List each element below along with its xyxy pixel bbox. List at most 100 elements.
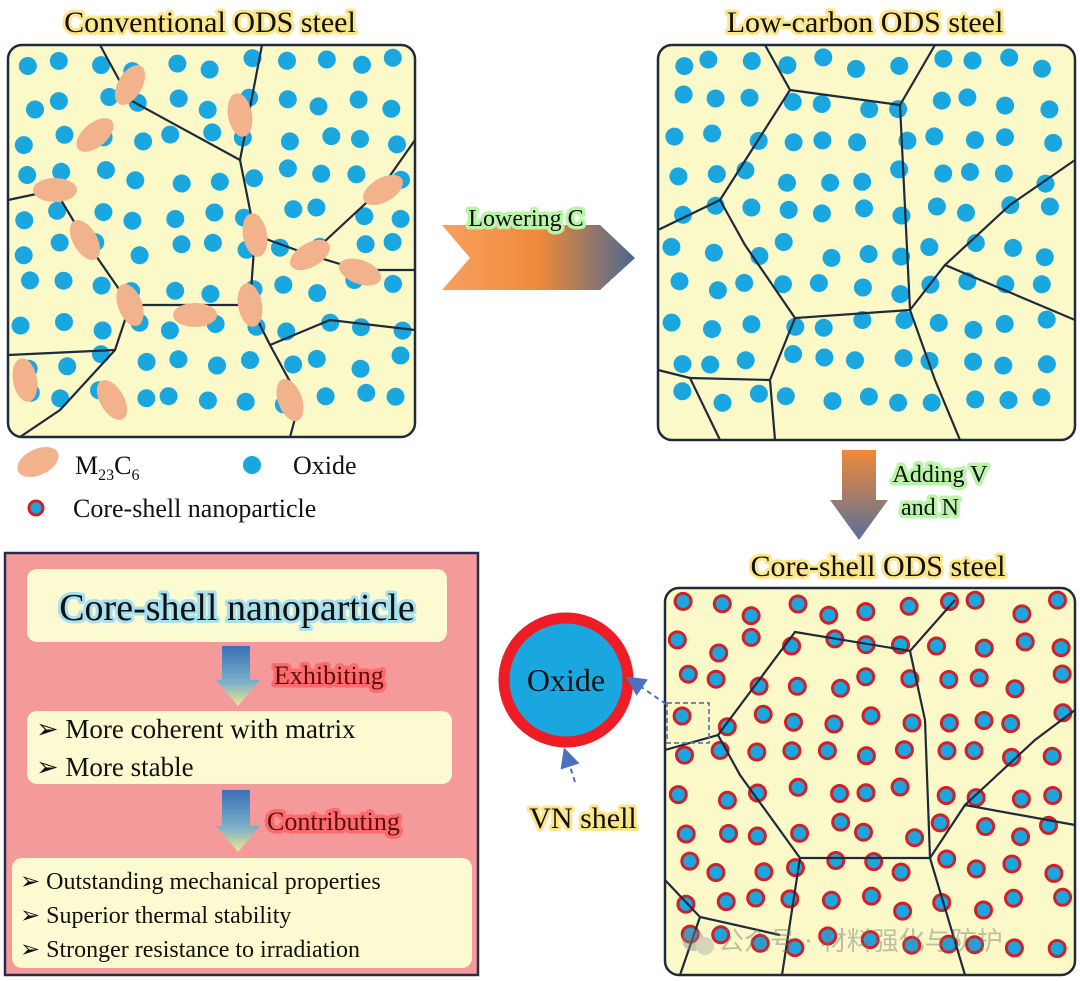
- core-shell-particle: [900, 669, 920, 689]
- oxide-particle: [137, 352, 156, 371]
- core-shell-particle: [864, 852, 884, 872]
- panel-title-conventional: Conventional ODS steel: [64, 6, 356, 39]
- oxide-particle: [812, 204, 831, 223]
- oxide-particle: [815, 348, 834, 367]
- core-shell-particle: [746, 888, 766, 908]
- core-shell-particle: [712, 594, 732, 614]
- oxide-particle: [278, 51, 296, 70]
- panel-title-low-carbon: Low-carbon ODS steel: [727, 6, 1004, 39]
- oxide-particle: [812, 95, 831, 113]
- core-shell-particle: [747, 826, 767, 846]
- oxide-particle: [894, 349, 913, 368]
- oxide-particle: [964, 352, 983, 371]
- oxide-particle: [11, 316, 30, 335]
- core-shell-particle: [1043, 786, 1063, 805]
- oxide-particle: [54, 271, 73, 290]
- oxide-particle: [749, 384, 768, 403]
- legend: M23C6 Oxide Core-shell nanoparticle: [17, 446, 357, 523]
- oxide-particle: [312, 164, 331, 183]
- oxide-particle: [925, 127, 944, 146]
- core-shell-particle: [790, 823, 810, 843]
- oxide-particle: [93, 321, 112, 340]
- oxide-particle: [169, 350, 188, 369]
- oxide-particle: [996, 96, 1015, 115]
- core-shell-particle: [1011, 827, 1031, 847]
- core-shell-particle: [786, 858, 805, 878]
- oxide-particle: [707, 165, 726, 184]
- oxide-particle: [386, 387, 405, 406]
- core-shell-particle: [856, 783, 876, 803]
- oxide-particle: [742, 315, 761, 334]
- carbide-particle: [12, 358, 38, 402]
- core-shell-particle: [902, 713, 922, 733]
- core-shell-particle: [905, 828, 925, 848]
- oxide-particle: [21, 271, 39, 290]
- oxide-particle: [317, 50, 336, 69]
- oxide-particle: [784, 345, 803, 364]
- benefit-item: ➢ Superior thermal stability: [20, 903, 291, 929]
- oxide-particle: [742, 52, 761, 70]
- oxide-particle: [1036, 174, 1055, 193]
- core-shell-particle: [711, 925, 731, 945]
- core-shell-particle: [673, 591, 693, 611]
- oxide-particle: [123, 211, 142, 230]
- oxide-particle: [783, 92, 802, 111]
- core-shell-particle: [894, 740, 914, 760]
- oxide-particle: [823, 392, 842, 411]
- benefit-item: ➢ Outstanding mechanical properties: [20, 869, 381, 895]
- oxide-particle: [703, 124, 722, 143]
- core-shell-particle: [856, 746, 876, 766]
- oxide-particle: [198, 100, 217, 119]
- core-shell-particle: [974, 711, 994, 730]
- oxide-particle: [934, 164, 953, 183]
- core-shell-particle: [750, 933, 770, 953]
- core-shell-particle: [716, 892, 736, 912]
- oxide-particle: [855, 199, 874, 218]
- oxide-particle: [391, 209, 410, 228]
- oxide-particle: [205, 203, 224, 222]
- oxide-particle: [383, 48, 402, 67]
- core-shell-legend-icon: [27, 499, 45, 517]
- core-shell-particle: [856, 602, 876, 622]
- oxide-particle: [172, 235, 191, 254]
- carbide-particle: [69, 220, 101, 260]
- oxide-particle: [55, 125, 74, 144]
- core-shell-particle: [854, 822, 873, 842]
- core-shell-particle: [969, 668, 989, 688]
- oxide-particle: [203, 123, 222, 142]
- oxide-particle: [776, 387, 795, 406]
- oxide-particle: [278, 159, 297, 178]
- oxide-particle: [821, 173, 840, 192]
- oxide-particle: [1040, 100, 1059, 119]
- core-shell-particle: [1042, 746, 1062, 766]
- core-shell-particle: [937, 741, 957, 761]
- oxide-particle: [200, 60, 219, 79]
- oxide-particle: [706, 89, 725, 108]
- oxide-particle: [210, 172, 229, 191]
- core-shell-particle: [965, 935, 985, 955]
- oxide-particle: [922, 393, 941, 412]
- oxide-particle: [1000, 48, 1019, 67]
- oxide-particle: [352, 318, 370, 337]
- core-shell-particle: [831, 678, 850, 698]
- oxide-particle: [1032, 388, 1051, 407]
- zoom-region-box: [666, 702, 710, 744]
- oxide-particle: [809, 274, 828, 293]
- core-shell-particle: [782, 636, 802, 656]
- panel-title-core-shell: Core-shell ODS steel: [751, 550, 1006, 583]
- oxide-particle: [382, 99, 401, 118]
- core-shell-particle: [1051, 638, 1071, 658]
- oxide-particle: [355, 207, 374, 226]
- core-shell-particle: [741, 606, 761, 626]
- core-shell-particle: [899, 596, 919, 616]
- core-shell-particle: [927, 636, 946, 656]
- core-shell-particle: [706, 669, 726, 689]
- contributing-label: Contributing: [267, 807, 400, 836]
- core-shell-particle: [1047, 939, 1067, 958]
- carbide-particle: [173, 303, 217, 327]
- oxide-particle: [965, 131, 984, 150]
- oxide-particle: [701, 355, 720, 374]
- oxide-particle: [920, 352, 939, 370]
- oxide-particle: [673, 355, 692, 374]
- oxide-particle: [996, 128, 1014, 147]
